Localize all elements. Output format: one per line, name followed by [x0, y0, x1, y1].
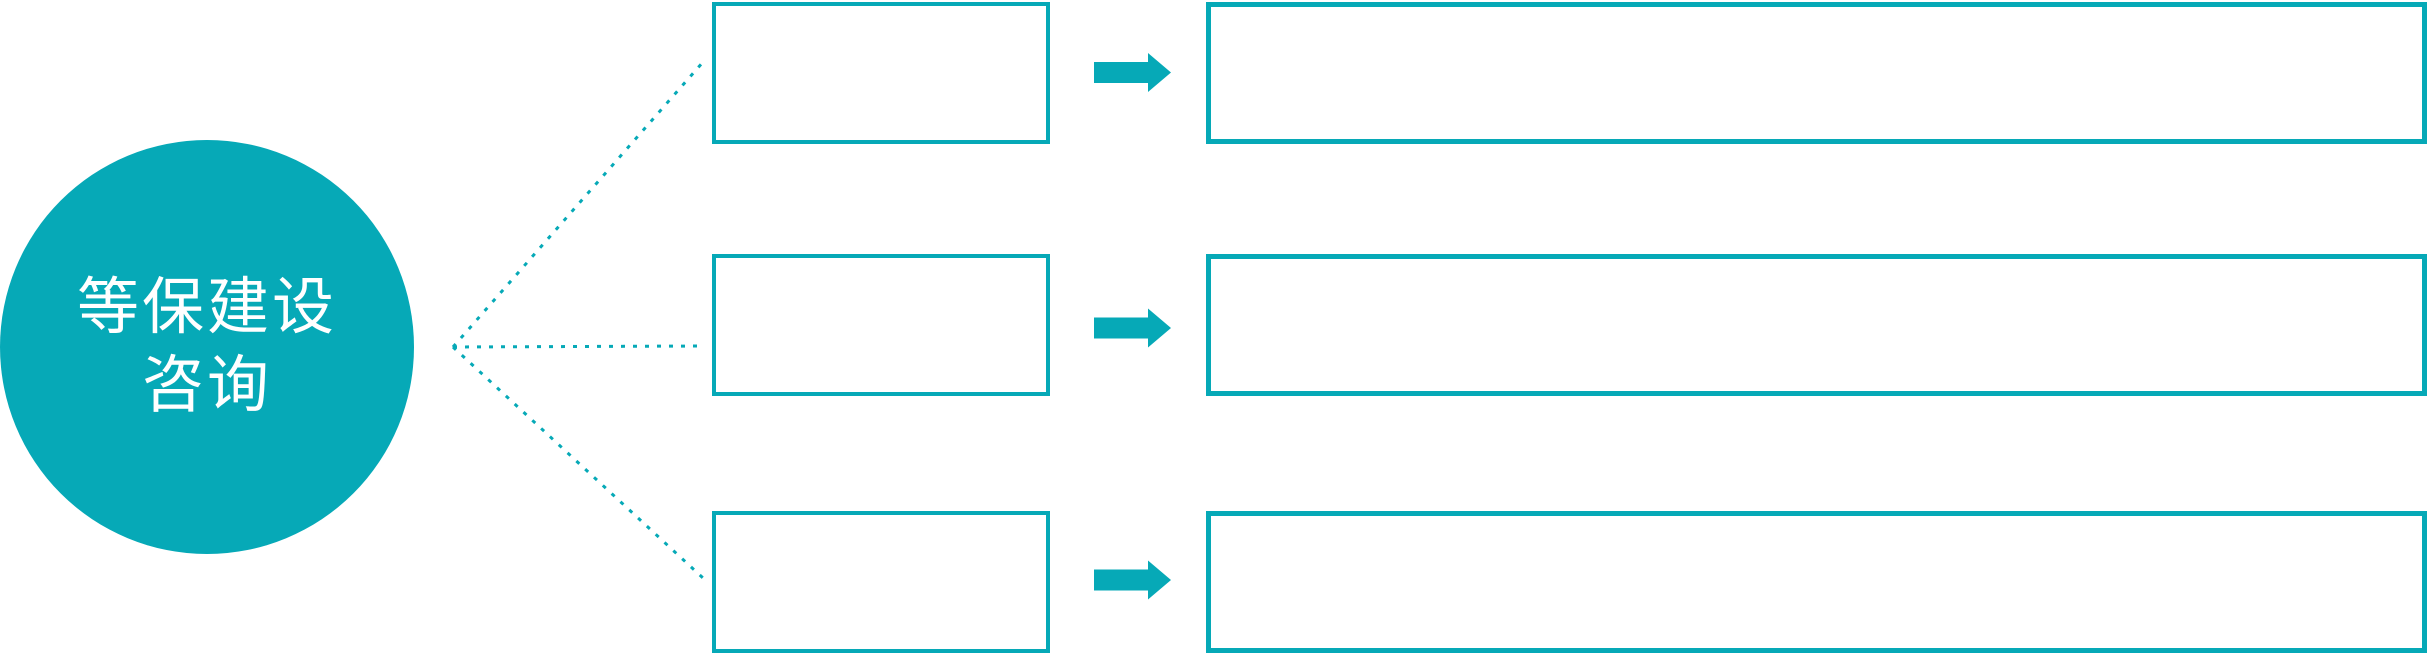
arrow-right-icon	[1094, 53, 1171, 92]
detail-box-1	[1206, 2, 2427, 144]
hub-circle	[0, 140, 414, 554]
step-box-1	[712, 2, 1050, 144]
arrow-right-icon	[1094, 560, 1171, 600]
dotted-connector-top	[451, 61, 705, 348]
step-box-3	[712, 511, 1050, 653]
dotted-connector-bottom	[451, 345, 705, 580]
arrow-right-icon	[1094, 308, 1171, 348]
detail-box-2	[1206, 254, 2427, 396]
step-box-2	[712, 254, 1050, 396]
detail-box-3	[1206, 511, 2427, 653]
dotted-connector-middle	[452, 344, 703, 349]
